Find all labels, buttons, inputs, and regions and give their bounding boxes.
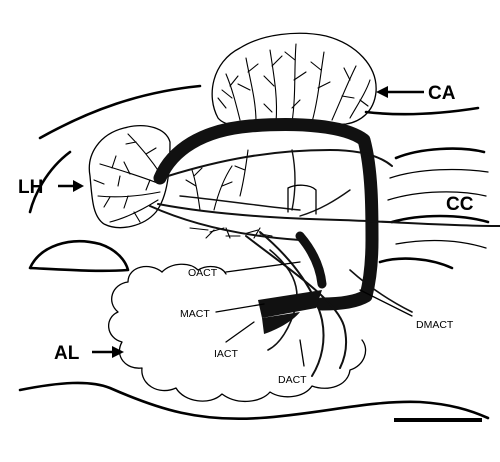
antennal-lobe: [109, 264, 366, 401]
label-cc: CC: [446, 194, 474, 215]
label-dmact: DMACT: [416, 319, 454, 331]
label-dact: DACT: [278, 374, 307, 386]
leader-lines: [216, 262, 412, 366]
label-al: AL: [54, 343, 80, 364]
calyx: [212, 33, 376, 125]
label-ca: CA: [428, 83, 456, 104]
tracts: [150, 125, 500, 376]
label-oact: OACT: [188, 267, 218, 279]
inner-arborizations: [186, 150, 272, 238]
label-lh: LH: [18, 177, 43, 198]
label-iact: IACT: [214, 348, 239, 360]
brain-outline: [20, 86, 488, 419]
label-mact: MACT: [180, 308, 210, 320]
